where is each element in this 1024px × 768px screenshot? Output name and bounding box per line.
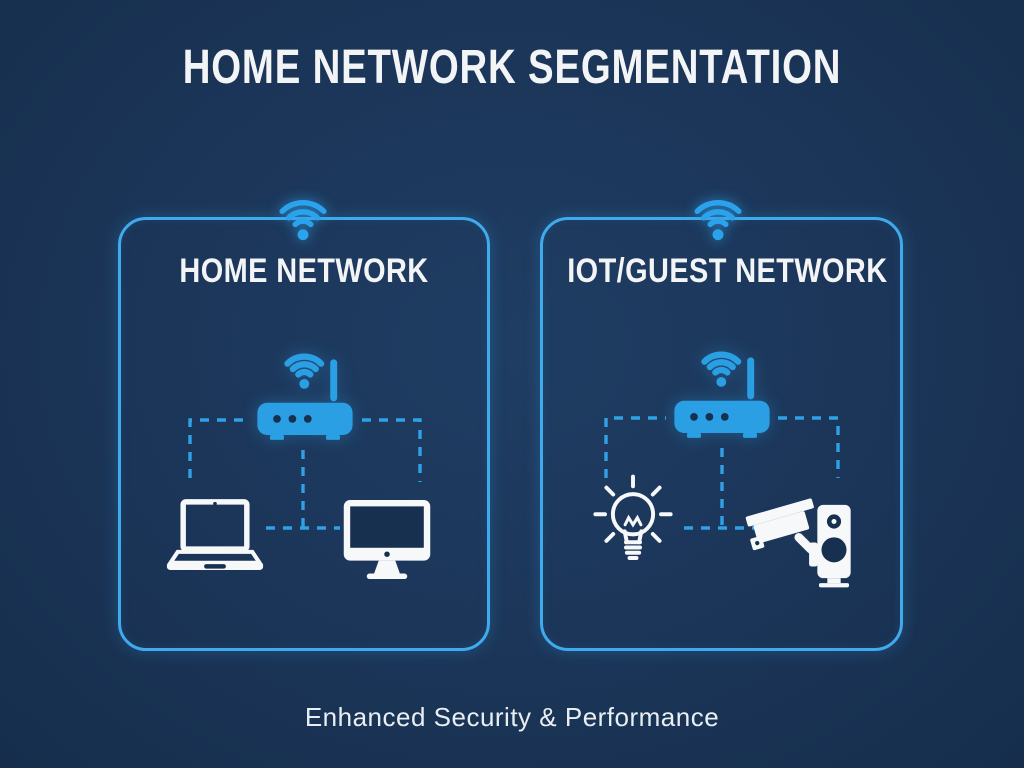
wifi-router-icon xyxy=(666,342,778,447)
desktop-computer-icon xyxy=(343,499,431,580)
smart-bulb-icon xyxy=(593,474,673,560)
laptop-icon xyxy=(165,499,265,572)
wifi-router-icon xyxy=(249,344,361,449)
security-camera-icon xyxy=(742,494,828,572)
iot-guest-network-panel xyxy=(540,217,903,651)
wifi-signal-icon xyxy=(271,190,335,244)
wifi-signal-icon xyxy=(686,190,750,244)
home-network-label: HOME NETWORK xyxy=(179,252,429,290)
page-title: HOME NETWORK SEGMENTATION xyxy=(182,41,842,94)
iot-guest-network-label: IOT/GUEST NETWORK xyxy=(567,252,888,290)
caption-text: Enhanced Security & Performance xyxy=(304,702,720,732)
